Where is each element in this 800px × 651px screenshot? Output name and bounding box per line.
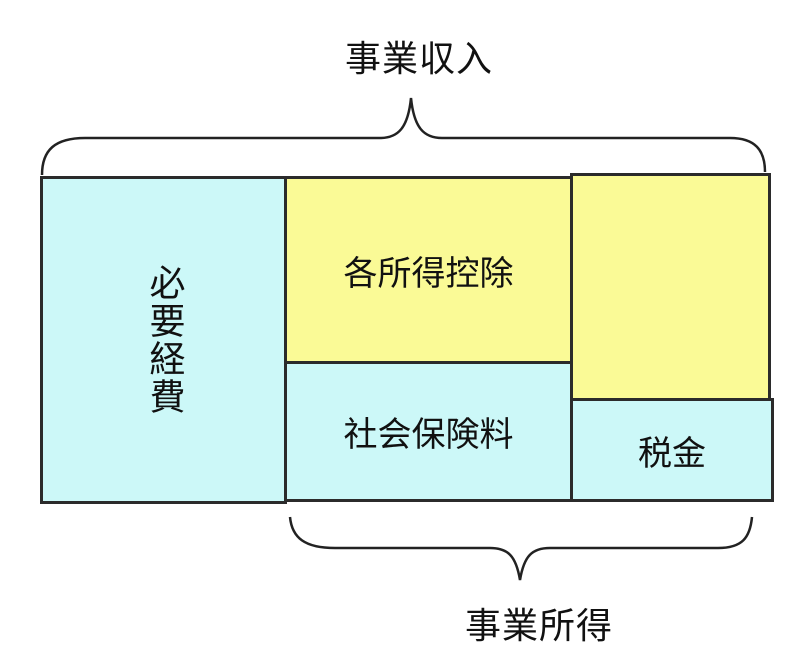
- remaining-income-box: [570, 173, 771, 401]
- necessary-expenses-label: 必要経費: [143, 264, 185, 416]
- tax-label: 税金: [638, 433, 706, 474]
- income-deductions-label: 各所得控除: [343, 253, 514, 294]
- business-revenue-label: 事業収入: [345, 39, 494, 80]
- social-insurance-box: 社会保険料: [284, 361, 573, 502]
- tax-box: 税金: [570, 398, 774, 502]
- social-insurance-label: 社会保険料: [343, 415, 514, 455]
- business-income-label: 事業所得: [465, 606, 614, 647]
- income-deductions-box: 各所得控除: [284, 176, 573, 364]
- necessary-expenses-box: 必要経費: [40, 176, 287, 504]
